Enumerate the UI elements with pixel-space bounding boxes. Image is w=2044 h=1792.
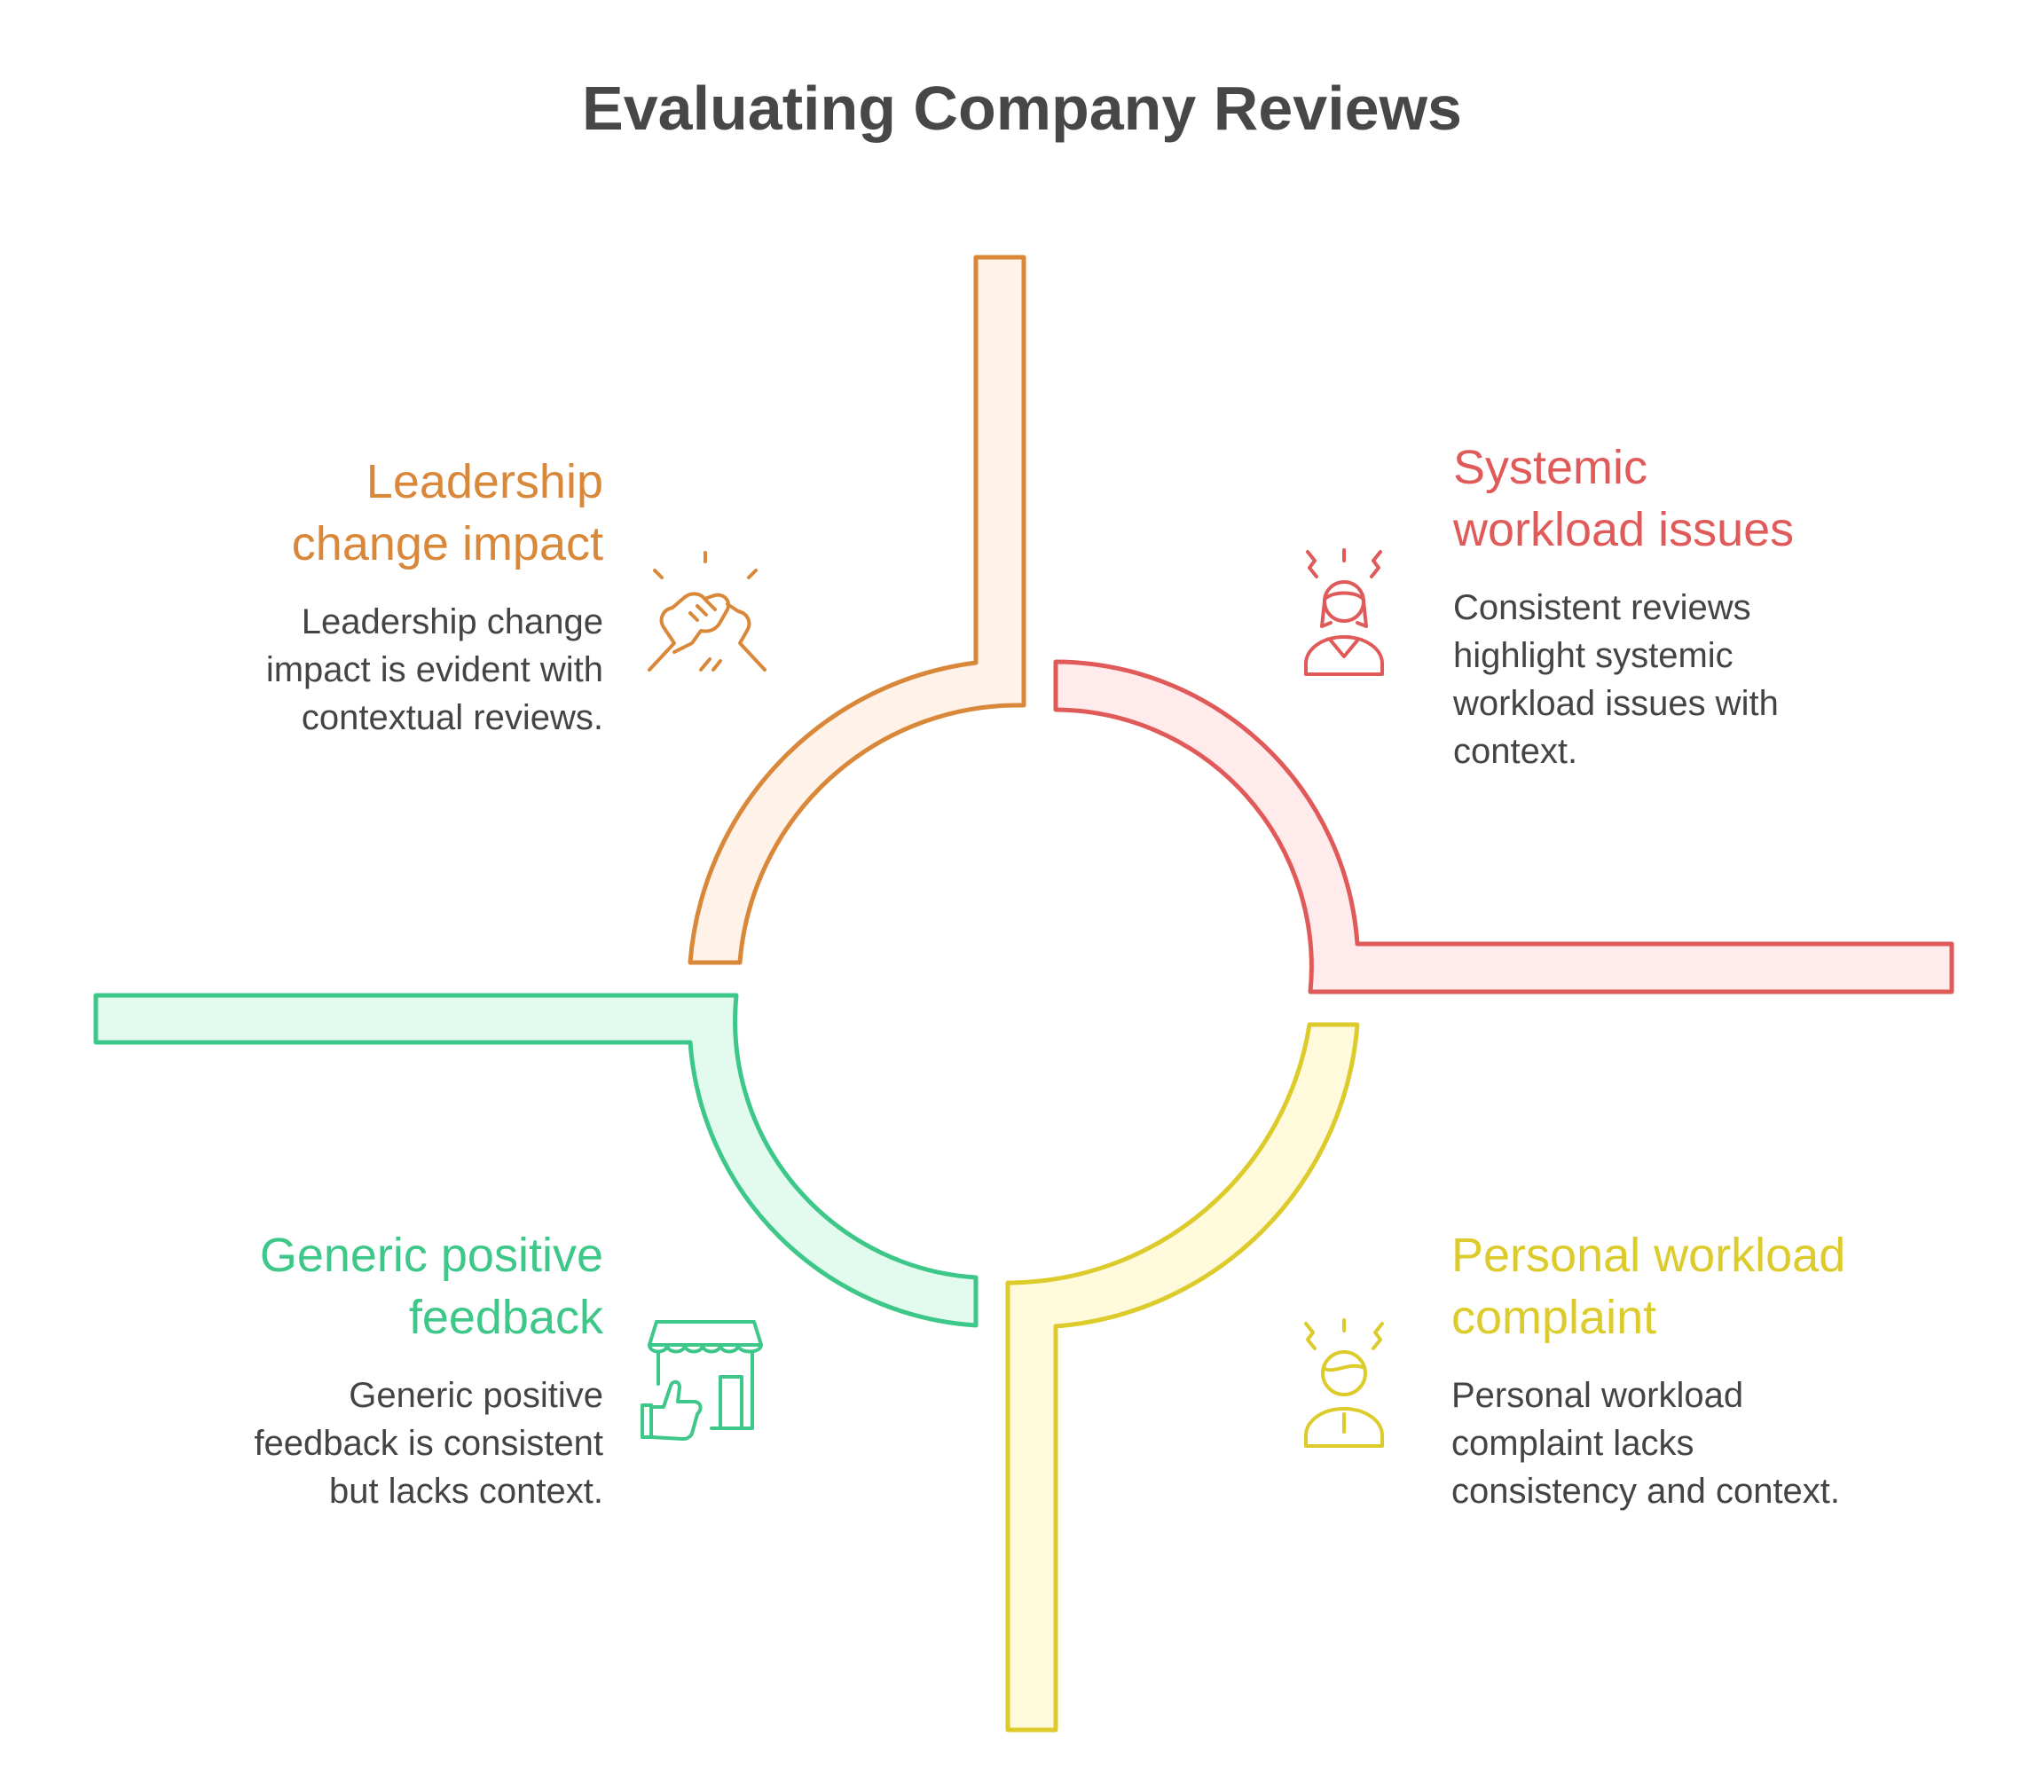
quadrant-description: Leadership change impact is evident with…: [169, 598, 603, 742]
stressed-woman-icon: [1304, 548, 1384, 676]
quadrant-generic: Generic positive feedback Generic positi…: [160, 1224, 603, 1515]
generic-arc-band: [93, 993, 979, 1328]
quadrant-heading: Leadership change impact: [169, 451, 603, 575]
heading-line: Systemic: [1453, 441, 1648, 494]
quadrant-personal: Personal workload complaint Personal wor…: [1451, 1224, 1966, 1515]
description-line: context.: [1453, 732, 1578, 771]
page-title: Evaluating Company Reviews: [582, 74, 1462, 143]
heading-line: Personal workload: [1451, 1229, 1846, 1282]
description-line: complaint lacks: [1451, 1424, 1694, 1463]
quadrant-description: Consistent reviews highlight systemic wo…: [1453, 584, 1950, 775]
description-line: Consistent reviews: [1453, 588, 1751, 627]
heading-line: change impact: [291, 517, 603, 570]
description-line: Leadership change: [301, 602, 603, 641]
personal-arc-band: [1005, 1022, 1360, 1733]
quadrant-systemic: Systemic workload issues Consistent revi…: [1453, 436, 1950, 775]
stressed-man-icon: [1304, 1318, 1384, 1448]
description-line: impact is evident with: [265, 650, 603, 689]
quadrant-heading: Generic positive feedback: [160, 1224, 603, 1348]
handshake-icon: [648, 551, 766, 672]
description-line: consistency and context.: [1451, 1472, 1841, 1511]
heading-line: Generic positive: [259, 1229, 603, 1282]
description-line: feedback is consistent: [254, 1424, 603, 1463]
heading-line: complaint: [1451, 1291, 1657, 1344]
quadrant-leadership: Leadership change impact Leadership chan…: [169, 451, 603, 742]
quadrant-description: Generic positive feedback is consistent …: [160, 1372, 603, 1515]
quadrant-heading: Systemic workload issues: [1453, 436, 1950, 561]
description-line: highlight systemic: [1453, 636, 1733, 675]
heading-line: workload issues: [1453, 503, 1795, 556]
systemic-arc-band: [1053, 659, 1954, 994]
quadrant-heading: Personal workload complaint: [1451, 1224, 1966, 1348]
heading-line: feedback: [408, 1291, 603, 1344]
description-line: but lacks context.: [328, 1472, 603, 1511]
shop-thumbs-up-icon: [641, 1320, 763, 1441]
description-line: contextual reviews.: [301, 698, 603, 737]
description-line: Personal workload: [1451, 1376, 1744, 1415]
leadership-arc-band: [688, 255, 1026, 965]
heading-line: Leadership: [366, 455, 603, 508]
description-line: workload issues with: [1453, 684, 1779, 723]
description-line: Generic positive: [349, 1376, 603, 1415]
quadrant-description: Personal workload complaint lacks consis…: [1451, 1372, 1966, 1515]
